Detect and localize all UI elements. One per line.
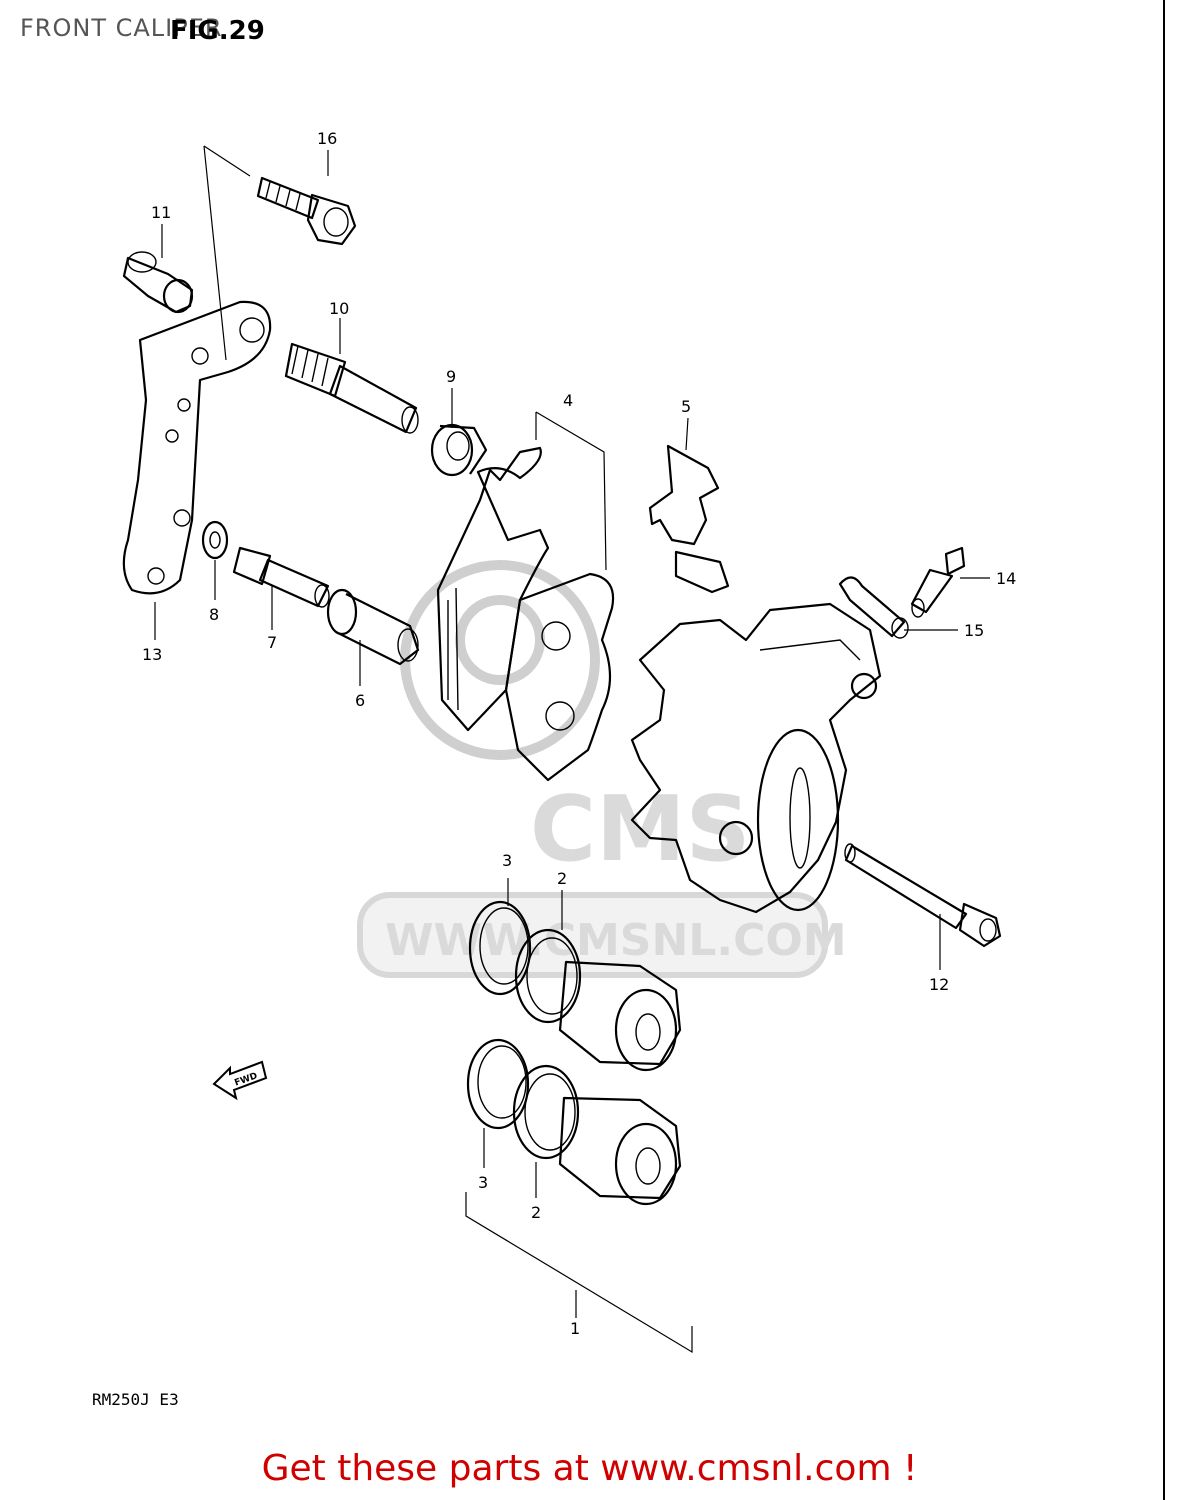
part-1-assembly-bracket xyxy=(465,1192,693,1354)
callout-11: 11 xyxy=(151,203,171,222)
callout-labels: 1 2 2 3 3 4 5 6 7 8 9 10 11 12 13 14 15 … xyxy=(142,129,1016,1338)
model-code: RM250J E3 xyxy=(92,1390,179,1409)
part-11-sleeve xyxy=(122,251,194,314)
callout-3-lower: 3 xyxy=(478,1173,488,1192)
part-5-spring xyxy=(648,444,730,594)
leader-lines xyxy=(154,145,990,1318)
part-6-pin xyxy=(326,588,420,666)
callout-6: 6 xyxy=(355,691,365,710)
part-4-brake-pads xyxy=(436,446,615,782)
watermark-url: WWW.CMSNL.COM xyxy=(385,915,847,966)
part-14-bleeder xyxy=(910,546,966,618)
callout-16: 16 xyxy=(317,129,337,148)
callout-12: 12 xyxy=(929,975,949,994)
callout-10: 10 xyxy=(329,299,349,318)
callout-15: 15 xyxy=(964,621,984,640)
callout-3-upper: 3 xyxy=(502,851,512,870)
callout-8: 8 xyxy=(209,605,219,624)
footer-link[interactable]: Get these parts at www.cmsnl.com ! xyxy=(261,1448,918,1489)
callout-5: 5 xyxy=(681,397,691,416)
page-border-line xyxy=(1163,0,1165,1500)
piston-set-lower xyxy=(466,1038,682,1206)
figure-label: FIG.29 xyxy=(170,16,265,46)
part-8-washer xyxy=(201,520,229,560)
part-9-boot xyxy=(430,423,488,477)
callout-1: 1 xyxy=(570,1319,580,1338)
part-10-slide-pin xyxy=(284,342,419,434)
part-16-bolt xyxy=(256,176,357,246)
callout-2-lower: 2 xyxy=(531,1203,541,1222)
callout-7: 7 xyxy=(267,633,277,652)
fwd-arrow-icon: FWD xyxy=(212,1060,268,1101)
callout-9: 9 xyxy=(446,367,456,386)
callout-14: 14 xyxy=(996,569,1016,588)
callout-13: 13 xyxy=(142,645,162,664)
caliper-body xyxy=(630,602,882,914)
part-15-cap xyxy=(838,576,909,639)
part-13-bracket xyxy=(122,300,272,595)
part-12-long-pin xyxy=(844,843,1002,948)
callout-4: 4 xyxy=(563,391,573,410)
page-title: FRONT CALIPER xyxy=(20,14,223,42)
callout-2-upper: 2 xyxy=(557,869,567,888)
part-7-pin xyxy=(232,546,330,608)
watermark: CMS WWW.CMSNL.COM xyxy=(357,560,847,978)
piston-set-upper xyxy=(468,900,682,1072)
